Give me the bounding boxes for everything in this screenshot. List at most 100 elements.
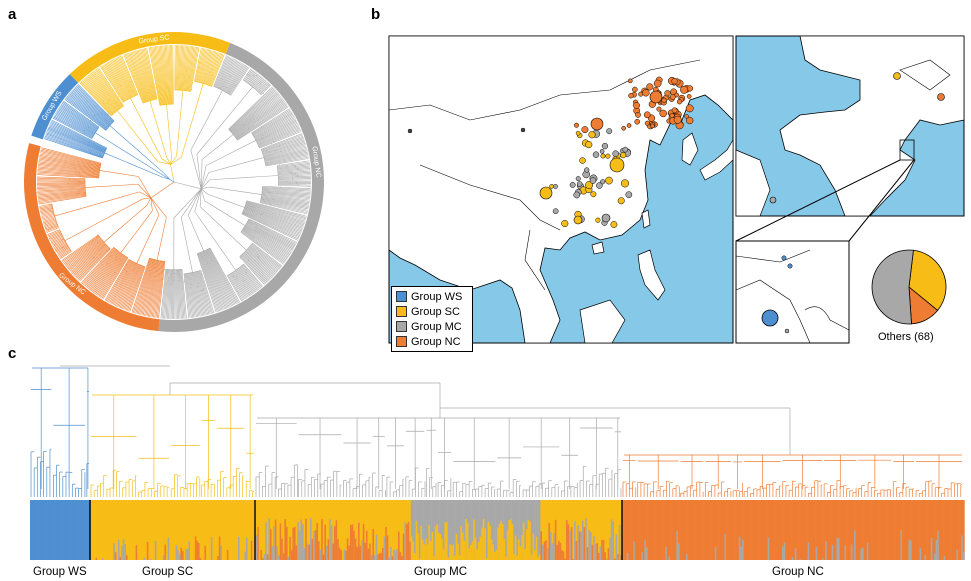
tree-branch [241, 254, 268, 283]
admixture-bar [130, 500, 133, 560]
tree-branch [207, 248, 237, 305]
admixture-bar [646, 547, 648, 560]
tree-branch [241, 265, 261, 289]
admixture-bar [836, 500, 839, 560]
map-land-americas [735, 149, 771, 217]
admixture-bar [801, 500, 804, 560]
admixture-bar [503, 538, 506, 560]
admixture-bar [401, 500, 404, 560]
tree-branch [136, 50, 152, 101]
admixture-bar [492, 500, 495, 560]
admixture-bar [567, 524, 570, 560]
tree-branch [157, 45, 166, 105]
admixture-bar [58, 500, 61, 560]
tree-branch [245, 203, 305, 223]
tree-branch [37, 191, 86, 197]
tree-branch [128, 266, 145, 312]
tree-branch [251, 243, 282, 268]
admixture-bar [126, 500, 128, 560]
tree-branch [76, 85, 114, 123]
tree-branch [129, 266, 146, 312]
admixture-bar [858, 500, 861, 560]
tree-branch [160, 269, 166, 319]
admixture-bar [154, 540, 157, 560]
tree-branch [67, 239, 103, 269]
tree-branch [277, 164, 310, 169]
tree-branch [242, 213, 299, 240]
admixture-bar [663, 500, 666, 560]
tree-branch [216, 57, 232, 88]
tree-branch [233, 97, 282, 136]
tree-branch [96, 68, 123, 108]
tree-branch [231, 92, 278, 133]
admixture-bar [943, 556, 946, 560]
map-land-japan [699, 138, 734, 181]
tree-branch [215, 56, 230, 88]
admixture-bar [263, 554, 266, 560]
panel-b-letter: b [371, 6, 381, 23]
admixture-bar [870, 500, 872, 560]
tree-branch [70, 242, 105, 273]
tree-branch [219, 134, 234, 146]
admixture-bar [791, 557, 794, 560]
admixture-bar [158, 500, 160, 560]
admixture-bar [556, 544, 559, 560]
tree-branch [77, 84, 115, 122]
tree-branch [52, 239, 65, 247]
tree-branch [40, 152, 101, 167]
admixture-bar [412, 500, 415, 560]
tree-branch [83, 79, 114, 114]
admixture-bar [658, 500, 661, 560]
tree-branch [262, 190, 311, 197]
admixture-bar [802, 500, 805, 560]
tree-branch [40, 151, 101, 166]
tree-branch [260, 202, 308, 215]
sample-dot [686, 116, 694, 125]
tree-branch [88, 74, 118, 111]
tree-branch [109, 125, 138, 150]
sample-dot [621, 125, 626, 131]
tree-branch [41, 212, 54, 217]
admixture-bar [255, 500, 258, 560]
admixture-bar [431, 532, 434, 560]
sample-dot [627, 78, 633, 84]
admixture-bar [617, 500, 620, 560]
admixture-bar [457, 500, 460, 560]
ring-label: Group NC [310, 146, 321, 178]
tree-branch [150, 197, 153, 211]
admixture-bar [105, 500, 108, 560]
tree-branch [261, 197, 309, 207]
admixture-bar [422, 500, 424, 560]
tree-branch [200, 159, 203, 189]
admixture-bar [825, 541, 828, 560]
tree-branch [245, 224, 292, 253]
admixture-bar [266, 500, 269, 560]
linear-phylogeny-admixture [30, 365, 965, 560]
tree-branch [62, 235, 100, 262]
tree-branch [181, 269, 187, 319]
tree-branch [46, 226, 59, 232]
tree-branch [45, 233, 47, 236]
map-legend: Group WS Group SC Group MC Group NC [391, 286, 473, 352]
admixture-bar [226, 549, 229, 560]
tree-branch [261, 134, 303, 151]
tree-branch [258, 128, 301, 147]
tree-branch [278, 170, 311, 174]
admixture-bar [538, 554, 541, 560]
admixture-bar [558, 500, 560, 560]
admixture-bar [678, 500, 680, 560]
admixture-bar [146, 500, 149, 560]
tree-branch [198, 49, 208, 83]
tree-branch [203, 50, 214, 84]
admixture-bar [60, 500, 63, 560]
admixture-bar [642, 500, 645, 560]
admixture-bar [506, 530, 509, 560]
sample-dot [612, 150, 619, 157]
admixture-bar [705, 500, 708, 560]
panel-c-letter: c [8, 345, 17, 362]
admixture-bar [164, 500, 167, 560]
sample-dot [781, 255, 787, 261]
admixture-bar [334, 526, 336, 560]
admixture-bar [561, 550, 564, 560]
admixture-bar [951, 500, 954, 560]
